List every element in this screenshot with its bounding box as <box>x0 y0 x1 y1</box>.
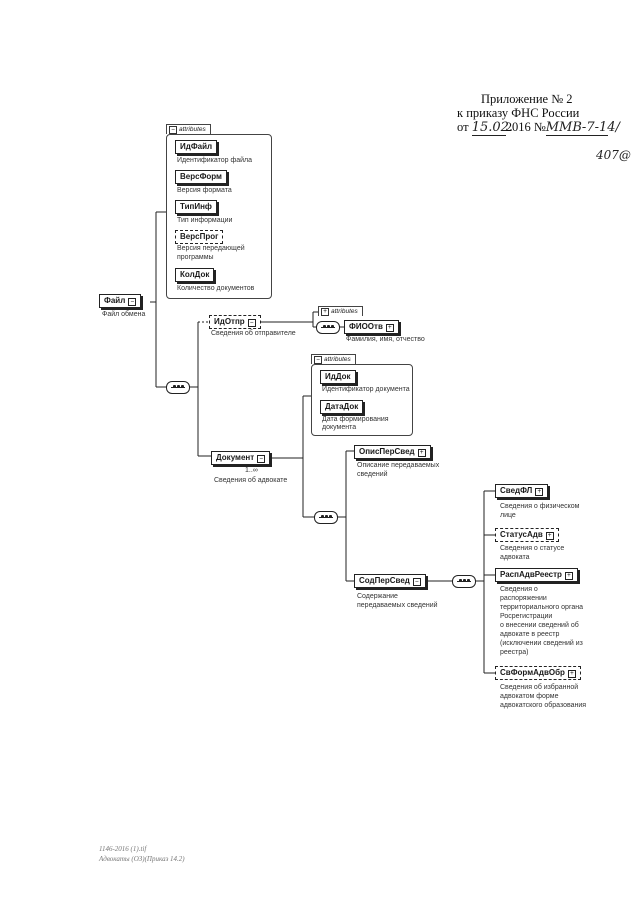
footer-line-2: Адвокаты (ОЗ)(Приказ 14.2) <box>99 855 185 863</box>
attributes-tab-root[interactable]: −attributes <box>166 124 211 134</box>
node-svedfl-desc-1: Сведения о физическом <box>500 503 580 510</box>
appendix-title: Приложение № 2 <box>481 92 573 106</box>
node-idotpr[interactable]: ИдОтпр− <box>209 315 261 329</box>
handwritten-number: ММВ-7-14/ <box>545 120 620 136</box>
node-sodpersved-desc-1: Содержание <box>357 593 398 600</box>
node-svedfl-desc-2: лице <box>500 512 516 519</box>
node-raspadvreestr-desc-5: о внесении сведений об <box>500 622 579 629</box>
node-svformadvobr-desc-1: Сведения об избранной <box>500 684 579 691</box>
node-sodpersved[interactable]: СодПерСвед− <box>354 574 426 588</box>
attributes-tab-document[interactable]: −attributes <box>311 354 356 364</box>
attr-idfajl[interactable]: ИдФайл <box>175 140 218 154</box>
attr-datadok-desc-1: Дата формирования <box>322 416 389 423</box>
attr-versform[interactable]: ВерсФорм <box>175 170 227 184</box>
attr-datadok-desc-2: документа <box>322 424 357 431</box>
node-statusadv[interactable]: СтатусАдв+ <box>495 528 559 542</box>
sequence-compositor-idotpr <box>316 321 340 334</box>
attr-iddok-desc: Идентификатор документа <box>322 386 410 393</box>
node-raspadvreestr-desc-2: распоряжении <box>500 595 547 602</box>
node-raspadvreestr-desc-8: реестра) <box>500 649 529 656</box>
node-fajl-desc: Файл обмена <box>102 311 146 318</box>
node-raspadvreestr[interactable]: РаспАдвРеестр+ <box>495 568 578 582</box>
footer-line-1: 1146-2016 (1).tif <box>99 845 147 853</box>
node-opispersved[interactable]: ОписПерСвед+ <box>354 445 431 459</box>
attr-koldok[interactable]: КолДок <box>175 268 215 282</box>
node-statusadv-desc-2: адвоката <box>500 554 530 561</box>
order-date-line: от 15.02.2016 №ММВ-7-14/ <box>457 120 620 136</box>
node-opispersved-desc-1: Описание передаваемых <box>357 462 440 469</box>
attr-tipinf[interactable]: ТипИнф <box>175 200 217 214</box>
node-fajl[interactable]: Файл− <box>99 294 142 308</box>
node-svformadvobr-desc-2: адвокатом форме <box>500 693 559 700</box>
node-fioots[interactable]: ФИООтв+ <box>344 320 399 334</box>
sequence-compositor-3 <box>452 575 476 588</box>
node-raspadvreestr-desc-4: Росрегистрации <box>500 613 553 620</box>
attributes-tab-idotpr[interactable]: +attributes <box>318 306 363 316</box>
sequence-compositor-1 <box>166 381 190 394</box>
sequence-compositor-2 <box>314 511 338 524</box>
node-svformadvobr[interactable]: СвФормАдвОбр+ <box>495 666 581 680</box>
node-svedfl[interactable]: СведФЛ+ <box>495 484 549 498</box>
node-raspadvreestr-desc-6: адвокате в реестр <box>500 631 560 638</box>
attr-versprog-desc-1: Версия передающей <box>177 245 245 252</box>
attr-versprog[interactable]: ВерсПрог <box>175 230 224 244</box>
handwritten-number-cont: 407@ <box>596 148 631 162</box>
node-raspadvreestr-desc-3: территориального органа <box>500 604 583 611</box>
node-dokument-desc: Сведения об адвокате <box>214 477 288 484</box>
node-sodpersved-desc-2: передаваемых сведений <box>357 602 438 609</box>
node-dokument-mult: 1..∞ <box>245 467 258 474</box>
attr-iddok[interactable]: ИдДок <box>320 370 356 384</box>
order-caption: к приказу ФНС России <box>457 106 580 120</box>
attr-versform-desc: Версия формата <box>177 187 232 194</box>
node-idotpr-desc: Сведения об отправителе <box>211 330 296 337</box>
node-dokument[interactable]: Документ− <box>211 451 271 465</box>
node-svformadvobr-desc-3: адвокатского образования <box>500 702 587 709</box>
attr-versprog-desc-2: программы <box>177 254 214 261</box>
attr-koldok-desc: Количество документов <box>177 285 255 292</box>
handwritten-date: 15.02. <box>471 120 514 136</box>
attr-idfajl-desc: Идентификатор файла <box>177 157 253 164</box>
attr-datadok[interactable]: ДатаДок <box>320 400 364 414</box>
node-fioots-desc: Фамилия, имя, отчество <box>346 336 425 343</box>
node-statusadv-desc-1: Сведения о статусе <box>500 545 565 552</box>
node-raspadvreestr-desc-7: (исключении сведений из <box>500 640 583 647</box>
node-opispersved-desc-2: сведений <box>357 471 388 478</box>
attr-tipinf-desc: Тип информации <box>177 217 233 224</box>
node-raspadvreestr-desc-1: Сведения о <box>500 586 538 593</box>
